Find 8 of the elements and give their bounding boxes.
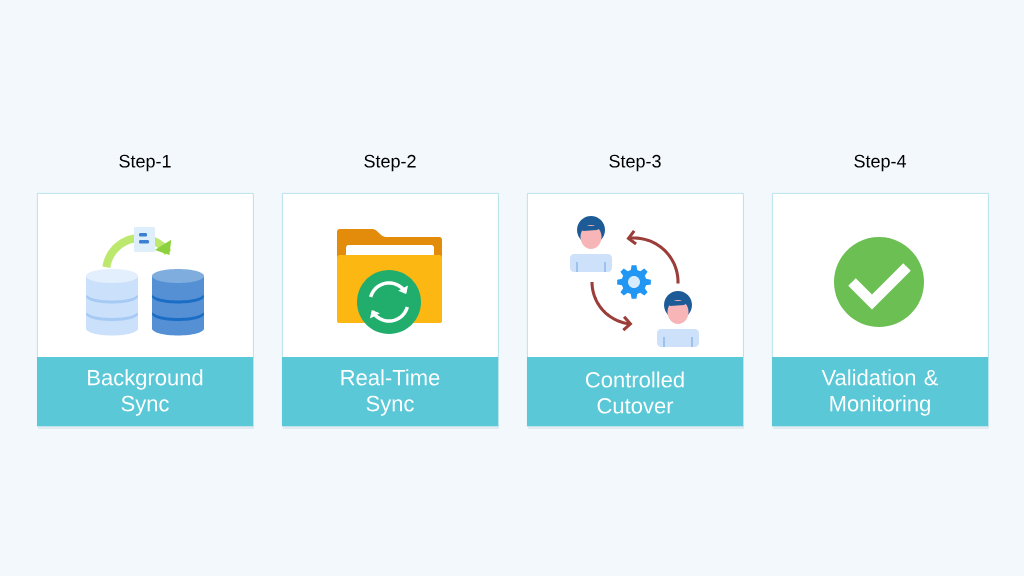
label-band: Background Sync <box>37 357 253 426</box>
label-band: Controlled Cutover <box>527 357 743 426</box>
label-band: Validation & Monitoring <box>772 357 988 426</box>
step-heading: Step-2 <box>364 154 416 172</box>
step-heading: Step-1 <box>119 154 171 172</box>
label-band: Real-Time Sync <box>282 357 498 426</box>
step-heading: Step-3 <box>609 154 661 172</box>
step-heading: Step-4 <box>854 154 906 172</box>
